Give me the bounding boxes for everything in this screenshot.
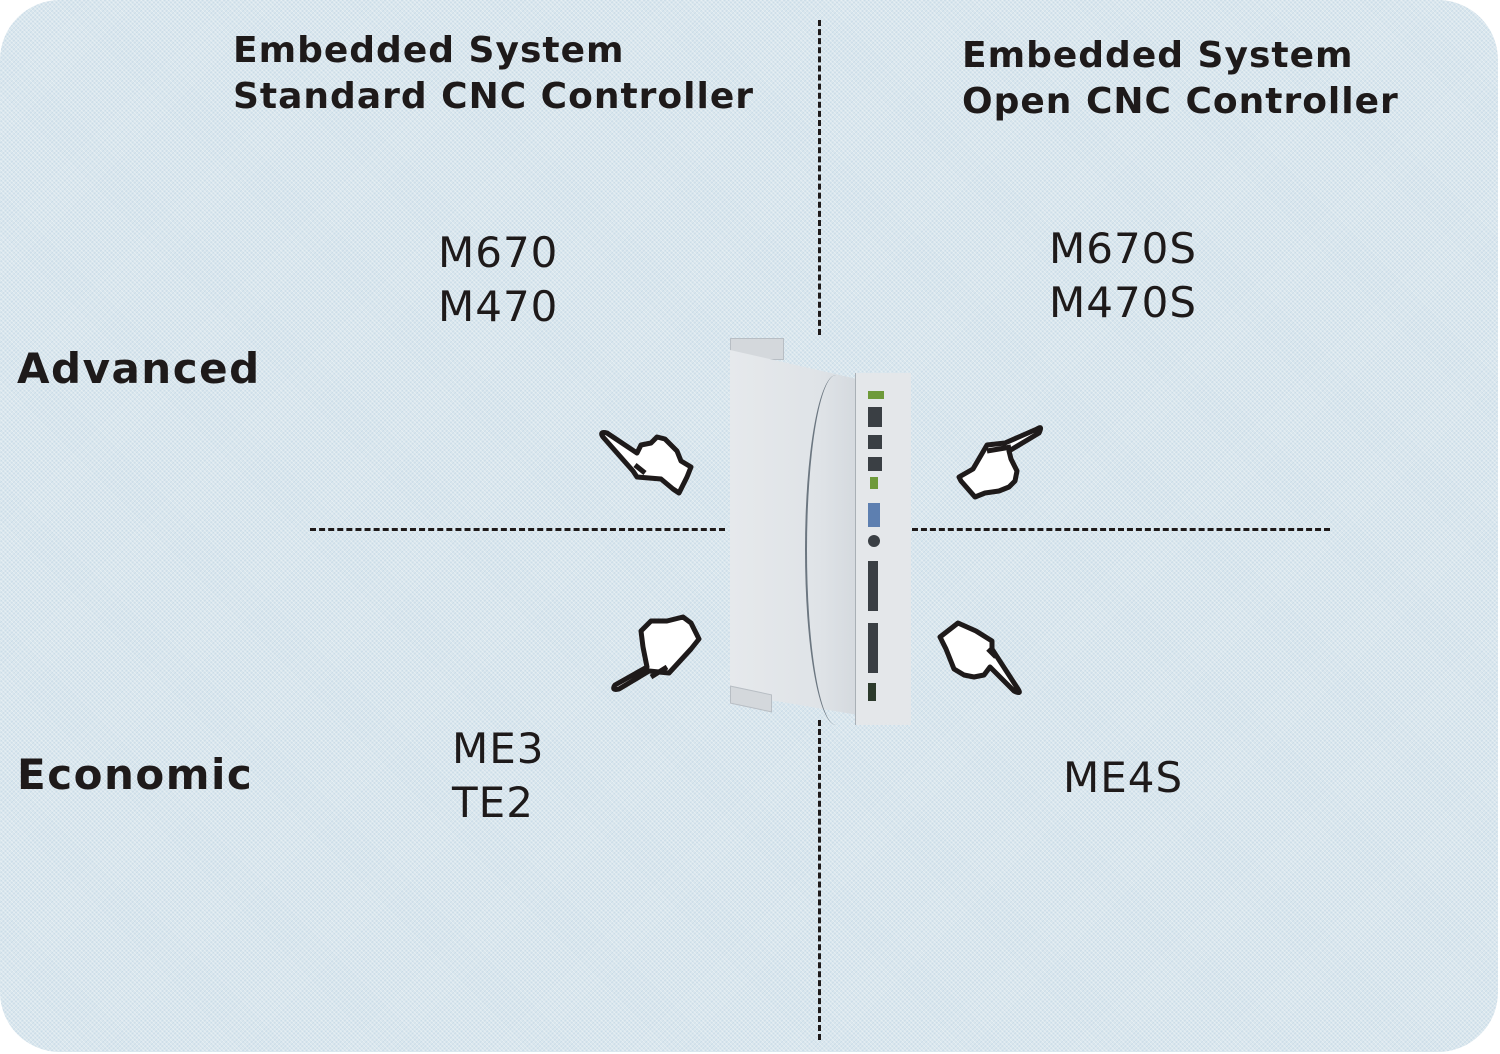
ps2-port [868,535,880,547]
power-connector [870,477,878,489]
usb-port [868,407,882,427]
models-standard-advanced: M670 M470 [438,226,558,334]
model-name: M670S [1049,224,1198,273]
horizontal-divider-right [912,528,1330,531]
power-input-connector [868,683,876,701]
ethernet-port [868,435,882,449]
led-connector [868,391,884,399]
ethernet-port [868,457,882,471]
model-name: M670 [438,228,559,277]
model-name: M470S [1049,278,1198,327]
vertical-divider-bottom [818,720,821,1040]
device-front-panel [855,373,911,725]
pointing-hand-icon [605,605,715,705]
cnc-controller-device-image [725,335,915,730]
models-open-advanced: M670S M470S [1049,222,1197,330]
open-cnc-column-title: Embedded System Open CNC Controller [962,33,1399,125]
model-name: ME3 [452,724,545,773]
vga-port [868,503,880,527]
standard-title-line2: Standard CNC Controller [233,76,755,117]
models-open-economic: ME4S [1063,751,1183,805]
standard-cnc-column-title: Embedded System Standard CNC Controller [233,28,754,120]
row-label-advanced: Advanced [17,344,261,393]
control-connector [868,561,878,611]
model-name: ME4S [1063,753,1184,802]
vertical-divider-top [818,20,821,335]
device-curve-line [805,375,867,725]
open-title-line1: Embedded System [962,35,1354,76]
horizontal-divider-left [310,528,725,531]
row-label-economic: Economic [17,750,254,799]
control-connector [868,623,878,673]
pointing-hand-icon [595,415,705,515]
standard-title-line1: Embedded System [233,30,625,71]
open-title-line2: Open CNC Controller [962,81,1399,122]
model-name: TE2 [452,778,534,827]
pointing-hand-icon [945,415,1055,515]
models-standard-economic: ME3 TE2 [452,722,545,830]
pointing-hand-icon [930,605,1040,705]
model-name: M470 [438,282,559,331]
